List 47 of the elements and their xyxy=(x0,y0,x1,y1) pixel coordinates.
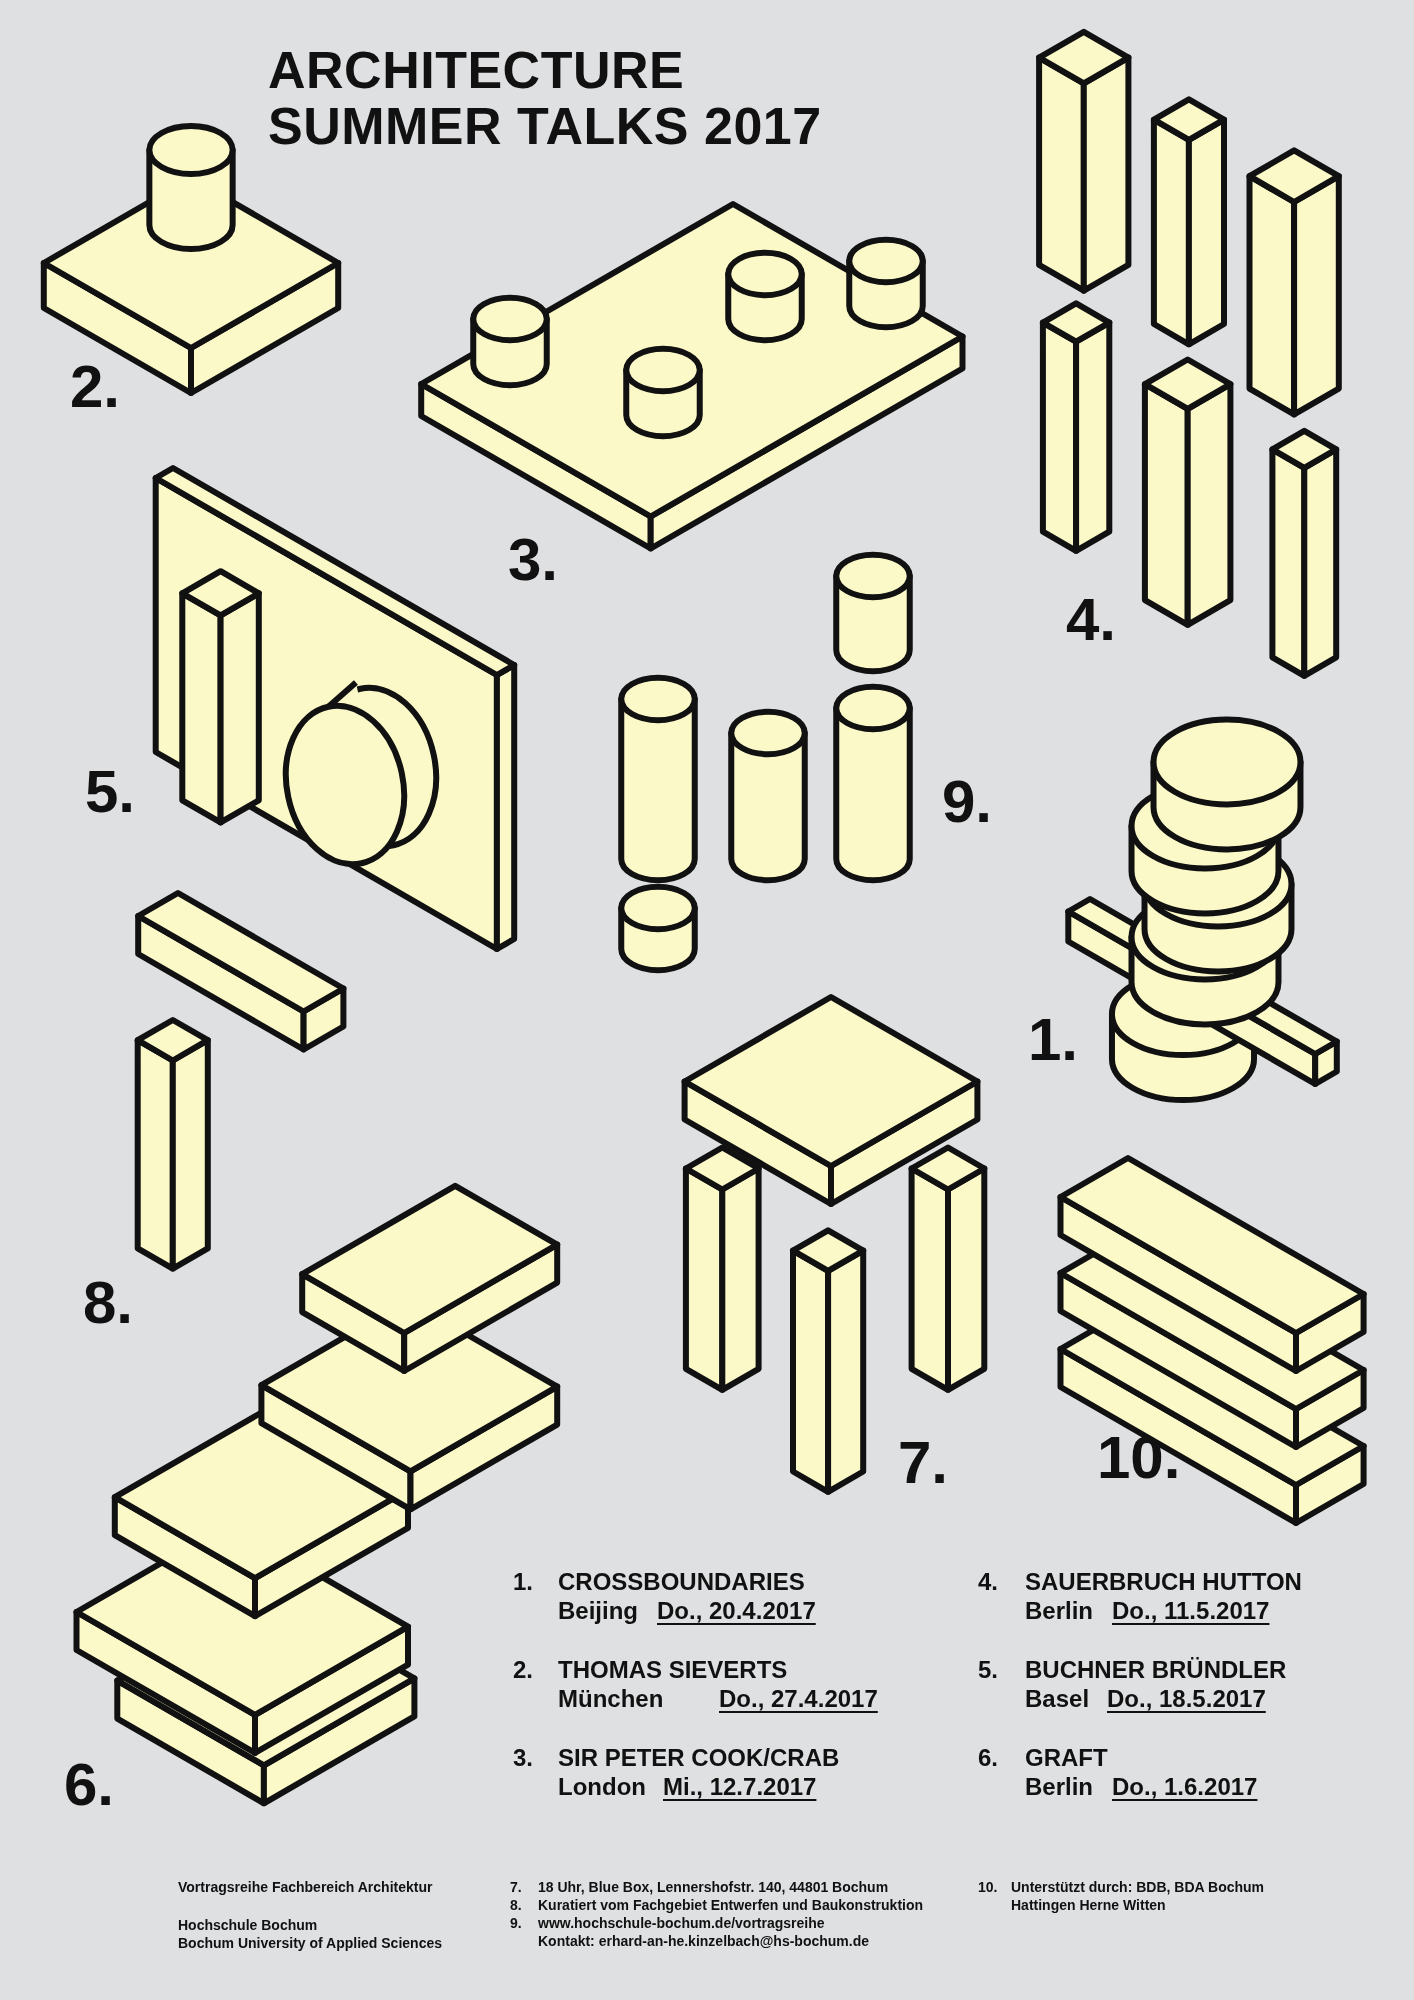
footer-note-number: 10. xyxy=(978,1878,998,1897)
city-name: Berlin xyxy=(1025,1597,1093,1625)
talk-number: 6. xyxy=(978,1744,998,1772)
speaker-name: CROSSBOUNDARIES xyxy=(558,1568,805,1596)
drawing-number: 4. xyxy=(1066,585,1117,654)
drawing-number: 6. xyxy=(64,1750,115,1819)
speaker-name: SIR PETER COOK/CRAB xyxy=(558,1744,840,1772)
city-name: Basel xyxy=(1025,1685,1090,1713)
talk-number: 2. xyxy=(513,1656,533,1684)
footer-text: Unterstützt durch: BDB, BDA Bochum Hattingen Herne Witten xyxy=(1011,1878,1266,1915)
talk-number: 4. xyxy=(978,1568,998,1596)
talk-date: Mi., 12.7.2017 xyxy=(663,1773,817,1801)
city-name: München xyxy=(558,1685,664,1713)
footer-text: Vortragsreihe Fachbereich Architektur xyxy=(178,1878,433,1897)
footer-text: 18 Uhr, Blue Box, Lennershofstr. 140, 44801 Bochum xyxy=(538,1878,889,1897)
drawing-number: 3. xyxy=(508,525,559,594)
talk-date: Do., 11.5.2017 xyxy=(1112,1597,1270,1625)
talk-date: Do., 18.5.2017 xyxy=(1107,1685,1266,1713)
speaker-name: THOMAS SIEVERTS xyxy=(558,1656,788,1684)
city-name: London xyxy=(558,1773,646,1801)
footer-note-number: 7. xyxy=(510,1878,522,1897)
footer-text: Bochum University of Applied Sciences xyxy=(178,1934,442,1953)
speaker-name: BUCHNER BRÜNDLER xyxy=(1025,1656,1287,1684)
speaker-name: GRAFT xyxy=(1025,1744,1108,1772)
footer-text: Kontakt: erhard-an-he.kinzelbach@hs-bochum.de xyxy=(538,1932,870,1951)
footer-note-number: 8. xyxy=(510,1896,522,1915)
poster-title: ARCHITECTURE SUMMER TALKS 2017 xyxy=(268,42,823,155)
drawing-number: 5. xyxy=(85,757,136,826)
speaker-name: SAUERBRUCH HUTTON xyxy=(1025,1568,1302,1596)
talk-number: 3. xyxy=(513,1744,533,1772)
talk-number: 5. xyxy=(978,1656,998,1684)
drawing-number: 8. xyxy=(83,1268,134,1337)
footer-text: www.hochschule-bochum.de/vortragsreihe xyxy=(538,1914,825,1933)
talk-date: Do., 1.6.2017 xyxy=(1112,1773,1258,1801)
footer-text: Kuratiert vom Fachgebiet Entwerfen und Baukonstruktion xyxy=(538,1896,924,1915)
drawing-number: 9. xyxy=(942,767,993,836)
talk-date: Do., 20.4.2017 xyxy=(657,1597,816,1625)
drawing-number: 2. xyxy=(70,352,121,421)
city-name: Beijing xyxy=(558,1597,638,1625)
talk-date: Do., 27.4.2017 xyxy=(719,1685,878,1713)
footer-text: Hochschule Bochum xyxy=(178,1916,318,1935)
drawing-number: 7. xyxy=(898,1428,949,1497)
city-name: Berlin xyxy=(1025,1773,1093,1801)
talk-number: 1. xyxy=(513,1568,533,1596)
drawing-number: 10. xyxy=(1097,1423,1181,1492)
drawing-number: 1. xyxy=(1028,1005,1079,1074)
footer-note-number: 9. xyxy=(510,1914,522,1933)
